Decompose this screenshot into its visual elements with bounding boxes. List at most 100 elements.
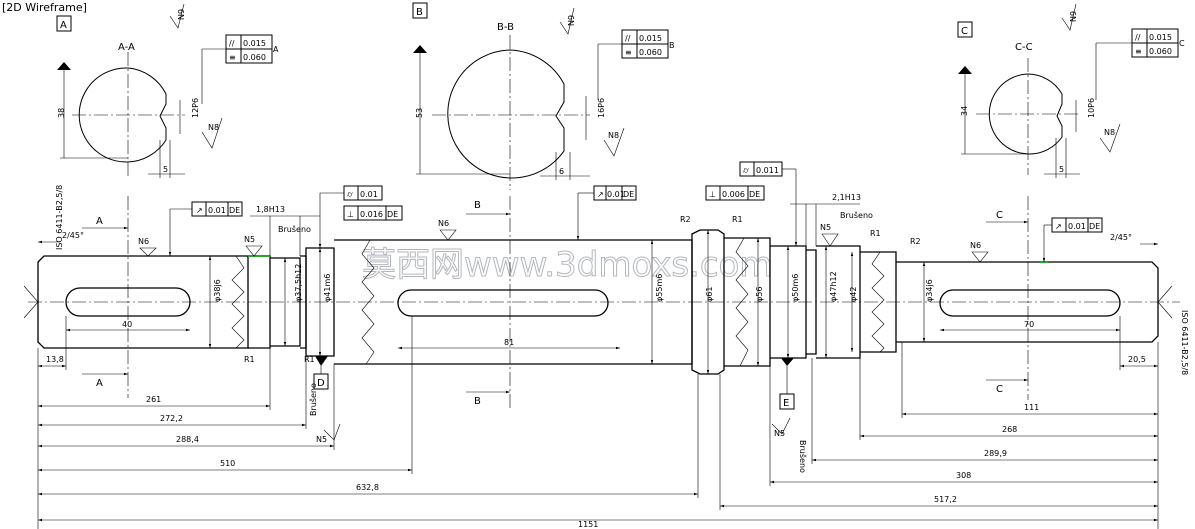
section-cut-markers: A A B B C C [82, 196, 1029, 410]
section-aa-title: A-A [118, 42, 135, 53]
datum-e-label: E [783, 398, 789, 409]
dia-d10: φ34j6 [925, 279, 934, 302]
groove-left: 1,8H13 [256, 205, 285, 214]
bb-tol-datum: B [669, 41, 675, 50]
dia-d9: φ42 [849, 287, 858, 302]
cc-tol-parallel: 0.015 [1149, 33, 1172, 42]
aa-tol-sym: 0.060 [243, 53, 266, 62]
aa-key-width: 12P6 [191, 98, 200, 118]
shaft-tolerance-frames: ↗ 0.01 DE ⌭ 0.01 ⊥ 0.016 DE ↗ 0.01 DE ⌭ … [168, 161, 1103, 262]
svg-text:≡: ≡ [1135, 47, 1142, 56]
cut-b-top: B [474, 200, 481, 211]
keyway-dimensions: 40 81 70 [66, 320, 1120, 350]
aa-tol-datum: A [273, 45, 279, 54]
ground-left: Brušeno [278, 224, 311, 234]
tol-runout-right-datum: DE [1089, 222, 1100, 231]
dim-key-left: 40 [122, 320, 132, 329]
r2-b: R2 [910, 237, 921, 246]
cut-b-bottom: B [474, 396, 481, 407]
cc-tol-datum: C [1179, 39, 1185, 48]
tol-perp-right-datum: DE [749, 190, 760, 199]
tol-circ-right: 0.011 [756, 166, 779, 175]
aa-roughness: N8 [208, 123, 219, 132]
dim-289-9: 289,9 [984, 449, 1007, 458]
svg-text:↗: ↗ [597, 190, 604, 199]
section-cc-shape [988, 73, 1063, 155]
keyway-right [939, 289, 1121, 317]
section-bb-title: B-B [497, 22, 514, 33]
tol-runout-left: 0.01 [208, 206, 226, 215]
datum-markers: D E [313, 356, 795, 410]
datum-box-a [56, 15, 72, 32]
keyway-middle [397, 289, 609, 317]
section-cc-title: C-C [1015, 42, 1033, 53]
datum-box-c [957, 21, 973, 38]
dim-key-mid: 81 [504, 338, 514, 347]
bb-tol-parallel: 0.015 [639, 34, 662, 43]
length-dimensions: 13,8 20,5 261 272,2 288,4 510 632,8 1151… [37, 316, 1159, 529]
shaft-profile [23, 229, 1180, 375]
tol-runout-mid: 0.01 [607, 190, 625, 199]
shaft-annotations: 2/45° 2/45° 1,8H13 2,1H13 Brušeno Brušen… [38, 185, 1189, 473]
dim-510: 510 [220, 459, 235, 468]
dim-261: 261 [146, 395, 161, 404]
center-hole-right: ISO 6411-B2,5/8 [1180, 310, 1189, 375]
cut-a-top: A [96, 216, 103, 227]
svg-text://: // [1135, 33, 1141, 42]
aa-roughness-top: N9 [177, 9, 186, 20]
n5-e: N5 [774, 429, 785, 438]
dim-288-4: 288,4 [176, 435, 199, 444]
r2-a: R2 [680, 215, 691, 224]
cc-key-width: 10P6 [1087, 98, 1096, 118]
cut-a-bottom: A [96, 378, 103, 389]
r1-a: R1 [244, 355, 255, 364]
n5-right: N5 [820, 223, 831, 232]
n6-right: N6 [970, 241, 981, 250]
section-bb: B B-B 53 6 16P6 N8 N9 // ≡ 0.015 0.060 B [412, 2, 675, 190]
dia-d3: φ41m6 [323, 274, 332, 302]
viewport-label[interactable]: [2D Wireframe] [2, 1, 87, 14]
datum-d-label: D [317, 378, 325, 389]
svg-text:↗: ↗ [196, 206, 203, 215]
chamfer-right: 2/45° [1110, 233, 1132, 242]
cc-height: 34 [960, 106, 969, 116]
tol-runout-right: 0.01 [1068, 222, 1086, 231]
svg-text:⌭: ⌭ [347, 190, 353, 199]
dia-d8: φ47h12 [829, 271, 838, 302]
bb-tol-sym: 0.060 [639, 48, 662, 57]
svg-text:≡: ≡ [229, 53, 236, 62]
diameter-callouts: φ38j6 φ37,5h12 φ41m6 φ55m6 φ61 φ56 φ50m6… [208, 230, 934, 374]
dim-1151: 1151 [578, 520, 598, 529]
svg-text:⌭: ⌭ [743, 166, 749, 175]
chamfer-left: 2/45° [62, 231, 84, 240]
datum-c-label: C [961, 26, 968, 37]
cc-keyway-depth: 5 [1059, 165, 1064, 174]
dia-d5: φ61 [705, 287, 714, 302]
dia-d1: φ38j6 [213, 279, 222, 302]
section-aa: A A-A 38 5 12P6 N8 N9 // ≡ 0.015 0.060 A [56, 3, 279, 178]
dia-d2: φ37,5h12 [294, 264, 303, 302]
tol-perp-right: 0.006 [722, 190, 745, 199]
dim-13-8: 13,8 [46, 355, 64, 364]
dia-d7: φ50m6 [791, 274, 800, 302]
n6-mid: N6 [438, 219, 449, 228]
groove-right: 2,1H13 [832, 193, 861, 202]
section-cc: C C-C 34 5 10P6 N8 N9 // ≡ 0.015 0.060 C [957, 3, 1185, 178]
tol-perp-left: 0.016 [360, 210, 383, 219]
watermark: 莫西网www.3dmoxs.com [362, 245, 772, 285]
cut-c-top: C [996, 210, 1003, 221]
dia-d4: φ55m6 [655, 274, 664, 302]
cc-tol-sym: 0.060 [1149, 47, 1172, 56]
cc-roughness-top: N9 [1069, 11, 1078, 22]
center-hole-left: ISO 6411-B2,5/8 [55, 185, 64, 250]
r1-b: R1 [304, 355, 315, 364]
datum-box-b [412, 2, 428, 19]
dim-20-5: 20,5 [1128, 355, 1146, 364]
r1-d: R1 [870, 229, 881, 238]
tol-perp-left-datum: DE [387, 210, 398, 219]
svg-text:≡: ≡ [625, 48, 632, 57]
n5-d: N5 [316, 435, 327, 444]
n6-left: N6 [138, 237, 149, 246]
svg-text://: // [229, 39, 235, 48]
